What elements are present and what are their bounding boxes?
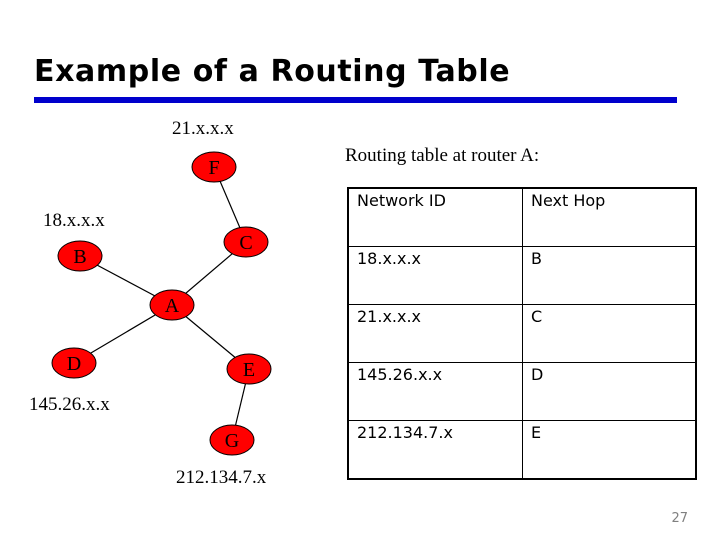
router-node-label: B — [73, 246, 86, 268]
router-node-shape — [209, 424, 255, 456]
cell-next-hop: B — [522, 246, 697, 305]
router-node-c[interactable]: C — [223, 226, 269, 258]
router-node-label: C — [239, 232, 252, 254]
label-145-26: 145.26.x.x — [29, 394, 110, 415]
routing-table-caption: Routing table at router A: — [345, 145, 540, 166]
router-node-shape — [226, 353, 272, 385]
network-diagram: F C B A D E G 21.x.x.x 18.x.x.x 145.26.x.x 212.13… — [0, 110, 340, 510]
cell-network-id: 212.134.7.x — [347, 420, 523, 480]
router-node-e[interactable]: E — [226, 353, 272, 385]
page-number: 27 — [671, 511, 688, 526]
column-header-network-id: Network ID — [347, 187, 523, 247]
router-node-f[interactable]: F — [191, 151, 237, 183]
column-header-next-hop: Next Hop — [522, 187, 697, 247]
label-18: 18.x.x.x — [43, 210, 105, 231]
router-node-shape — [51, 347, 97, 379]
network-diagram-canvas: F C B A D E G — [51, 151, 272, 456]
cell-next-hop: E — [522, 420, 697, 480]
cell-next-hop: D — [522, 362, 697, 421]
router-node-label: A — [165, 295, 180, 317]
router-node-shape — [57, 240, 103, 272]
router-node-b[interactable]: B — [57, 240, 103, 272]
router-node-g[interactable]: G — [209, 424, 255, 456]
cell-network-id: 145.26.x.x — [347, 362, 523, 421]
label-21: 21.x.x.x — [172, 118, 234, 139]
title-underline-rule — [34, 97, 677, 103]
router-node-d[interactable]: D — [51, 347, 97, 379]
router-node-shape — [191, 151, 237, 183]
label-212-134: 212.134.7.x — [176, 467, 267, 488]
router-node-label: G — [225, 430, 239, 452]
cell-network-id: 21.x.x.x — [347, 304, 523, 363]
router-node-label: E — [243, 359, 255, 381]
cell-network-id: 18.x.x.x — [347, 246, 523, 305]
page-title: Example of a Routing Table — [34, 54, 511, 89]
router-node-shape — [223, 226, 269, 258]
cell-next-hop: C — [522, 304, 697, 363]
router-node-label: F — [208, 157, 219, 179]
router-node-shape — [149, 289, 195, 321]
router-node-label: D — [67, 353, 81, 375]
router-node-a[interactable]: A — [149, 289, 195, 321]
